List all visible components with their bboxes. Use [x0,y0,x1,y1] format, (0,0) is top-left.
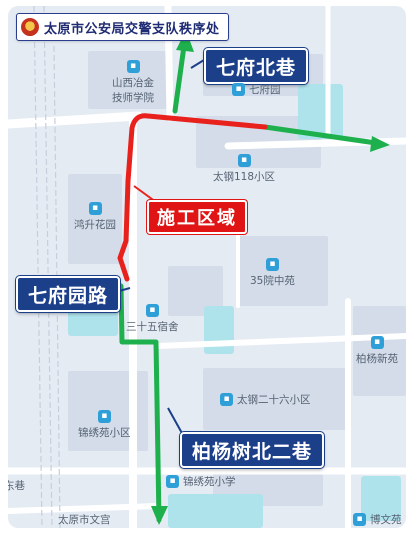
issuer-title: 太原市公安局交警支队秩序处 [44,21,220,37]
poi-jinxiuyuan-school[interactable]: ▪ 锦绣苑小学 [166,474,236,489]
building-icon: ▪ [237,154,251,167]
label-qifu-garden-road-text: 七府园路 [28,284,109,307]
poi-baiyang-xinyuan[interactable]: ▪ 柏杨新苑 [356,336,398,366]
poi-label: 锦绣苑小学 [183,476,236,488]
police-emblem-icon [21,18,39,36]
building-icon: ▪ [145,304,159,317]
school-icon: ▪ [166,475,179,488]
poi-hongsheng-garden[interactable]: ▪ 鸿升花园 [74,202,116,232]
poi-label: 山西冶金 [112,77,154,89]
street-fragment-bottom: 太原市文宫 [58,514,111,526]
building-icon: ▪ [88,202,102,215]
issuer-header: 太原市公安局交警支队秩序处 [16,13,229,41]
poi-label: 柏杨新苑 [356,353,398,365]
poi-label: 技师学院 [112,92,154,104]
poi-shanxi-metallurgy-school[interactable]: ▪ 山西冶金 技师学院 [112,60,154,105]
label-qifu-north-lane: 七府北巷 [204,48,309,84]
label-baiyangshu-north-2nd-lane: 柏杨树北二巷 [180,432,325,468]
poi-dorm-35[interactable]: ▪ 三十五宿舍 [126,304,179,334]
poi-bowen-yuan[interactable]: ▪ 博文苑 [353,512,402,527]
map-canvas[interactable]: 太原市公安局交警支队秩序处 七府北巷 七府园路 柏杨树北二巷 施工区域 ▪ 山西… [8,6,406,528]
construction-zone-label: 施工区域 [147,200,247,234]
construction-zone-text: 施工区域 [157,208,237,229]
poi-label: 三十五宿舍 [126,321,179,333]
poi-jinxiuyuan[interactable]: ▪ 锦绣苑小区 [78,410,131,440]
poi-label: 鸿升花园 [74,219,116,231]
building-icon: ▪ [232,83,245,96]
label-qifu-north-lane-text: 七府北巷 [216,56,297,79]
building-icon: ▪ [220,393,233,406]
building-icon: ▪ [353,513,366,526]
label-baiyangshu-text: 柏杨树北二巷 [192,440,313,463]
building-icon: ▪ [126,60,140,73]
building-icon: ▪ [97,410,111,423]
poi-label: 35院中苑 [250,275,295,287]
poi-qifu-garden[interactable]: ▪ 七府园 [232,82,281,97]
poi-taigang-26[interactable]: ▪ 太钢二十六小区 [220,392,311,407]
poi-label: 锦绣苑小区 [78,427,131,439]
poi-label: 七府园 [249,84,281,96]
poi-taigang-118[interactable]: ▪ 太钢118小区 [213,154,275,184]
building-icon: ▪ [265,258,279,271]
poi-35-yuan-zhongyuan[interactable]: ▪ 35院中苑 [250,258,295,288]
street-fragment-left: 东巷 [8,480,25,492]
poi-label: 太钢118小区 [213,171,276,183]
poi-label: 博文苑 [370,514,402,526]
label-qifu-garden-road: 七府园路 [16,276,121,312]
poi-label: 太钢二十六小区 [237,394,311,406]
building-icon: ▪ [370,336,384,349]
